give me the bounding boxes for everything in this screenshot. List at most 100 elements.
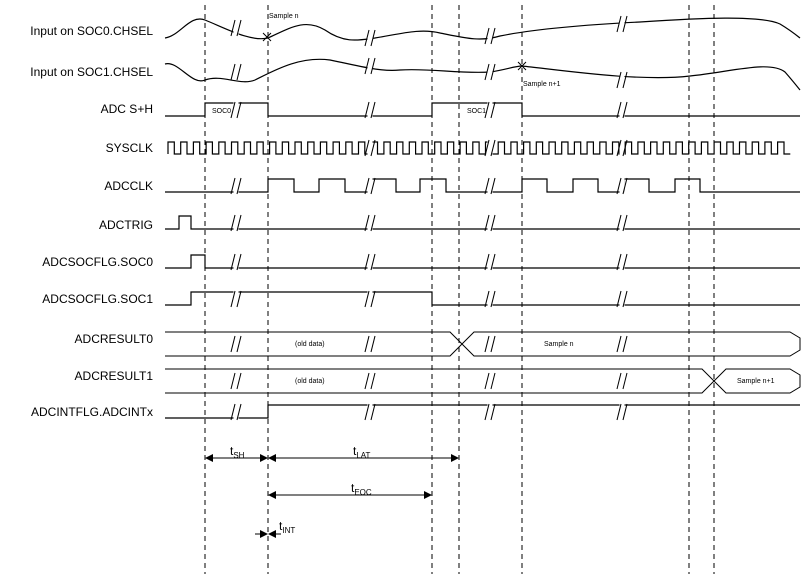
break-stroke <box>364 214 370 232</box>
break-gap <box>233 64 239 80</box>
break-stroke <box>370 57 376 75</box>
break-stroke <box>370 214 376 232</box>
break-stroke <box>490 139 496 157</box>
break-gap <box>487 64 493 80</box>
break-stroke <box>490 63 496 81</box>
break-gap <box>233 404 239 420</box>
break-stroke <box>490 27 496 45</box>
t-lat-sub: LAT <box>356 451 370 460</box>
break-stroke <box>622 139 628 157</box>
socflg-soc1-waveform <box>165 291 800 306</box>
label-socflg-soc1: ADCSOCFLG.SOC1 <box>42 292 153 306</box>
old-data-result1: (old data) <box>295 378 325 385</box>
svg-text:tEOC: tEOC <box>351 481 372 497</box>
t-eoc-main: t <box>351 481 355 495</box>
break-stroke <box>370 335 376 353</box>
break-gap <box>367 291 373 307</box>
break-stroke <box>616 101 622 119</box>
break-stroke <box>230 101 236 119</box>
label-sysclk: SYSCLK <box>106 141 153 155</box>
sample-n-annotation: Sample n <box>269 13 299 20</box>
label-adc-sh: ADC S+H <box>101 102 153 116</box>
break-stroke <box>230 335 236 353</box>
break-gap <box>367 178 373 194</box>
break-gap <box>619 404 625 420</box>
break-gap <box>487 215 493 231</box>
break-stroke <box>364 335 370 353</box>
break-gap <box>619 178 625 194</box>
break-stroke <box>622 177 628 195</box>
break-stroke <box>622 101 628 119</box>
break-gap <box>487 178 493 194</box>
break-stroke <box>622 214 628 232</box>
t-eoc-timing: tEOC <box>268 481 432 499</box>
break-gap <box>619 215 625 231</box>
t-int-timing: tINT <box>255 519 295 538</box>
break-stroke <box>484 139 490 157</box>
break-stroke <box>364 372 370 390</box>
t-sh-timing: tSH <box>205 444 268 462</box>
break-stroke <box>236 177 242 195</box>
break-gap <box>367 215 373 231</box>
break-stroke <box>616 214 622 232</box>
break-stroke <box>364 139 370 157</box>
break-stroke <box>236 253 242 271</box>
break-stroke <box>364 29 370 47</box>
adcclk-waveform <box>165 178 800 193</box>
break-stroke <box>484 403 490 421</box>
break-stroke <box>490 214 496 232</box>
adcresult0-bus <box>165 331 801 357</box>
break-stroke <box>364 101 370 119</box>
t-sh-main: t <box>230 444 234 458</box>
label-adcresult1: ADCRESULT1 <box>75 369 154 383</box>
svg-text:tSH: tSH <box>230 444 245 460</box>
break-gap <box>233 215 239 231</box>
break-stroke <box>616 290 622 308</box>
break-gap <box>233 178 239 194</box>
sample-n1-annotation: Sample n+1 <box>523 81 561 88</box>
break-stroke <box>484 101 490 119</box>
sample-n-marker <box>262 32 272 42</box>
t-sh-sub: SH <box>233 451 244 460</box>
break-stroke <box>484 335 490 353</box>
break-stroke <box>484 372 490 390</box>
signal-labels: Input on SOC0.CHSEL Input on SOC1.CHSEL … <box>30 24 153 419</box>
label-adcclk: ADCCLK <box>104 179 153 193</box>
adctrig-waveform <box>165 215 800 230</box>
break-gap <box>367 336 373 352</box>
break-stroke <box>484 63 490 81</box>
break-stroke <box>236 214 242 232</box>
break-gap <box>233 336 239 352</box>
break-gap <box>619 72 625 88</box>
break-stroke <box>622 290 628 308</box>
break-stroke <box>230 214 236 232</box>
break-stroke <box>490 335 496 353</box>
break-gap <box>487 102 493 118</box>
break-stroke <box>230 253 236 271</box>
break-stroke <box>364 290 370 308</box>
break-stroke <box>236 101 242 119</box>
t-int-main: t <box>279 519 283 533</box>
break-stroke <box>490 101 496 119</box>
break-gap <box>487 28 493 44</box>
break-stroke <box>622 372 628 390</box>
soc1-annotation: SOC1 <box>467 108 486 115</box>
label-adcresult0: ADCRESULT0 <box>75 332 154 346</box>
break-stroke <box>230 403 236 421</box>
break-gap <box>487 373 493 389</box>
break-stroke <box>364 403 370 421</box>
break-gap <box>487 254 493 270</box>
break-stroke <box>490 290 496 308</box>
break-stroke <box>370 101 376 119</box>
break-stroke <box>616 177 622 195</box>
break-gap <box>367 373 373 389</box>
break-gap <box>619 140 625 156</box>
break-gap <box>367 30 373 46</box>
break-stroke <box>490 403 496 421</box>
soc1-chsel-waveform <box>164 58 801 91</box>
break-stroke <box>622 403 628 421</box>
break-stroke <box>616 403 622 421</box>
break-stroke <box>230 290 236 308</box>
break-gap <box>367 140 373 156</box>
